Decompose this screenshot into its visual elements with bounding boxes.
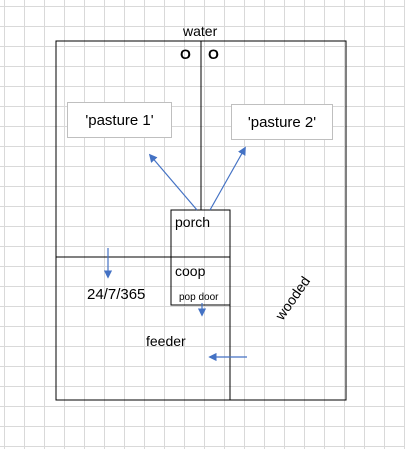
water-marker-right: O	[208, 46, 219, 62]
porch-label: porch	[175, 214, 211, 230]
feeder-label: feeder	[146, 333, 186, 349]
arrow-to-pasture-1	[148, 153, 198, 211]
run-schedule-label: 24/7/365	[87, 286, 146, 303]
pop-door-label: pop door	[179, 292, 219, 303]
water-label: water	[183, 23, 218, 39]
pasture-2-label: 'pasture 2'	[231, 104, 333, 140]
arrow-to-pasture-2	[209, 146, 246, 211]
pasture-1-label: 'pasture 1'	[67, 102, 172, 138]
coop-label: coop	[175, 263, 206, 279]
water-marker-left: O	[180, 46, 191, 62]
